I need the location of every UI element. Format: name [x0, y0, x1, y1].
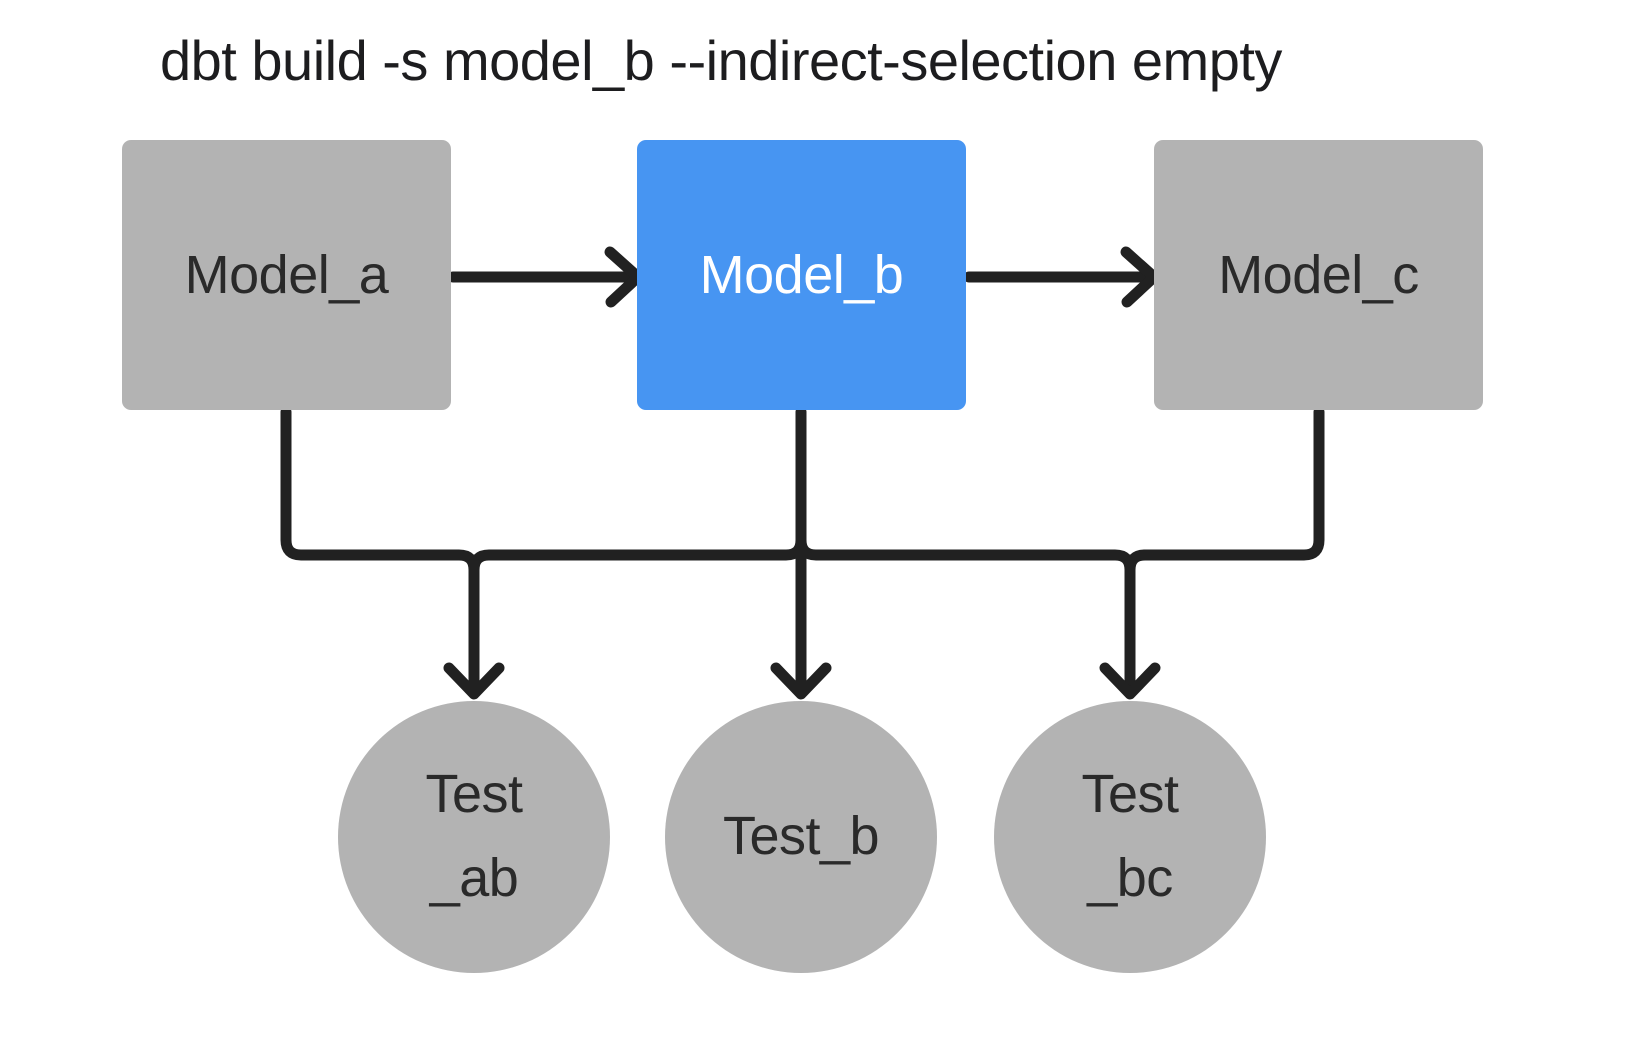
node-test-b: Test_b: [665, 701, 937, 973]
arrowhead-test-ab-icon: [443, 662, 505, 700]
node-test-ab: Test _ab: [338, 701, 610, 973]
arrowhead-test-bc-icon: [1099, 662, 1161, 700]
node-test-bc: Test _bc: [994, 701, 1266, 973]
node-test-bc-label-line2: _bc: [1087, 848, 1173, 908]
node-model-c-label: Model_c: [1218, 245, 1419, 305]
node-model-a-label: Model_a: [184, 245, 389, 305]
command-title: dbt build -s model_b --indirect-selectio…: [160, 29, 1282, 92]
node-model-c: Model_c: [1154, 140, 1483, 410]
node-model-b-label: Model_b: [699, 245, 904, 305]
edge-bus: [280, 406, 1325, 576]
node-test-ab-label-line1: Test: [425, 764, 523, 825]
node-model-a: Model_a: [122, 140, 451, 410]
arrowhead-test-b-icon: [770, 662, 832, 700]
node-test-bc-label-line1: Test: [1081, 764, 1179, 825]
node-model-b: Model_b: [637, 140, 966, 410]
node-test-ab-label-line2: _ab: [429, 848, 519, 908]
node-test-b-label: Test_b: [722, 806, 880, 867]
